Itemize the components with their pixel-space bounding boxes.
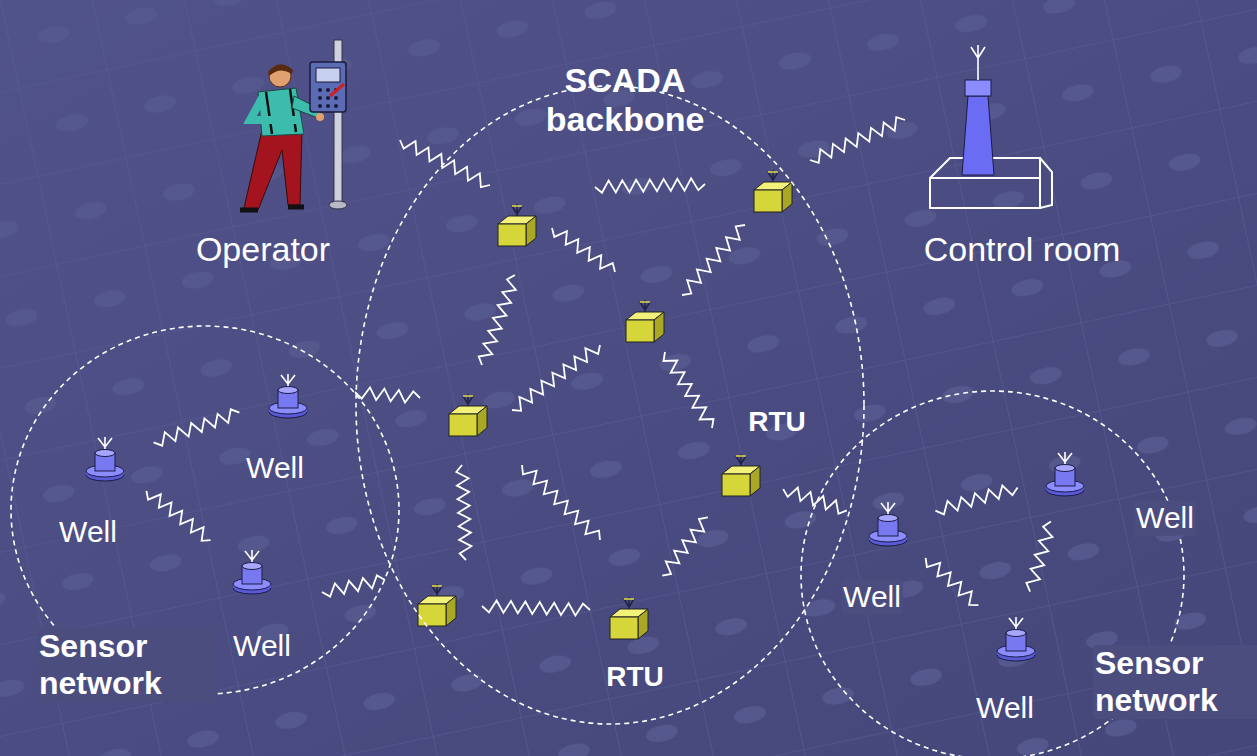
network-region: Sensor networkWellWellWell xyxy=(10,325,400,695)
radio-link xyxy=(154,409,240,445)
radio-link xyxy=(810,117,905,163)
operator-node: Operator xyxy=(175,35,355,275)
radio-link xyxy=(1026,521,1052,591)
well-icon xyxy=(1045,450,1085,498)
rtu-node: RTU xyxy=(720,452,762,498)
well-node: Well xyxy=(268,372,308,420)
well-icon xyxy=(268,372,308,420)
node-label: RTU xyxy=(606,661,664,693)
radio-link xyxy=(595,178,705,192)
node-label: Well xyxy=(233,629,291,664)
node-label: Well xyxy=(976,691,1034,726)
radio-link xyxy=(926,558,979,605)
rtu-units xyxy=(418,170,792,626)
radio-link xyxy=(664,352,714,428)
well-node: Well xyxy=(85,435,125,483)
rtu-icon xyxy=(608,595,650,641)
radio-link xyxy=(935,486,1017,515)
node-label: Control room xyxy=(924,230,1121,269)
radio-link xyxy=(512,345,600,411)
radio-link xyxy=(552,228,615,272)
node-label: Sensor network xyxy=(37,628,216,702)
node-label: Well xyxy=(1134,501,1196,536)
radio-link xyxy=(682,225,745,295)
node-label: RTU xyxy=(748,406,806,438)
radio-links xyxy=(322,117,905,615)
rtu-icon xyxy=(720,452,762,498)
well-icon xyxy=(85,435,125,483)
rtu-node: RTU xyxy=(608,595,650,641)
radio-link xyxy=(482,601,590,616)
well-icon xyxy=(996,615,1036,663)
node-label: Sensor network xyxy=(1093,645,1257,719)
node-label: SCADA backbone xyxy=(520,61,730,139)
node-label: Well xyxy=(246,451,304,486)
radio-link xyxy=(522,465,600,540)
node-label: Well xyxy=(841,580,903,615)
radio-link xyxy=(479,275,516,365)
well-node: Well xyxy=(232,548,272,596)
well-node: Well xyxy=(868,500,908,548)
radio-link xyxy=(322,575,385,596)
control-room-node: Control room xyxy=(890,35,1160,275)
network-region: SCADA backboneRTURTU xyxy=(355,85,865,725)
node-label: Operator xyxy=(196,230,330,269)
network-region: Sensor networkWellWellWell xyxy=(800,390,1185,756)
radio-link xyxy=(355,387,420,402)
radio-link xyxy=(783,488,847,514)
well-icon xyxy=(232,548,272,596)
well-node: Well xyxy=(996,615,1036,663)
radio-link xyxy=(456,465,471,560)
radio-link xyxy=(662,517,708,575)
radio-link xyxy=(146,491,210,541)
well-icon xyxy=(868,500,908,548)
well-node: Well xyxy=(1045,450,1085,498)
node-label: Well xyxy=(59,515,117,550)
